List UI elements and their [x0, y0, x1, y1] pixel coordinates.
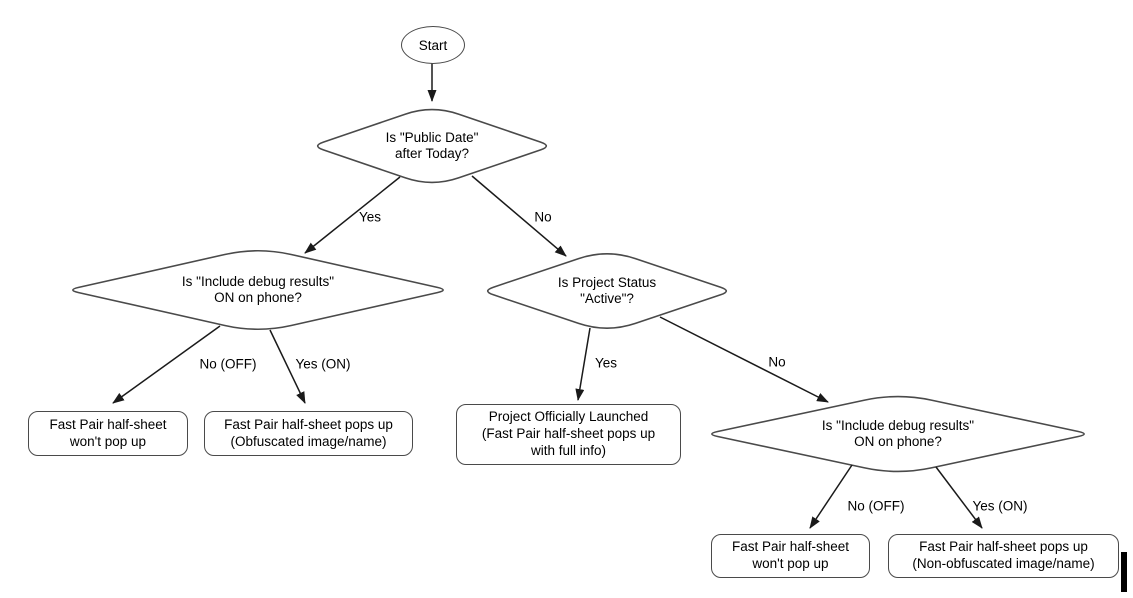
- arrow-project-status-yes: [575, 327, 591, 401]
- result-obfuscated: Fast Pair half-sheet pops up (Obfuscated…: [204, 411, 413, 456]
- arrow-debug-right-yes-on: [935, 466, 983, 529]
- edge-label-yes-1: Yes: [358, 209, 382, 225]
- arrow-public-date-no: [471, 175, 567, 257]
- arrow-public-date-yes: [304, 176, 401, 254]
- result-launched: Project Officially Launched (Fast Pair h…: [456, 404, 681, 465]
- edge-label-yes-on-left: Yes (ON): [295, 356, 351, 372]
- edge-label-no-off-right: No (OFF): [847, 498, 905, 514]
- decision-debug-right-shape: [711, 395, 1085, 473]
- arrow-debug-right-no-off: [809, 464, 853, 529]
- decision-debug-left-shape: [72, 249, 444, 331]
- result-non-obfuscated: Fast Pair half-sheet pops up (Non-obfusc…: [888, 534, 1119, 578]
- arrow-debug-left-no-off: [112, 325, 221, 404]
- start-node-label: Start: [418, 37, 448, 53]
- arrow-debug-left-yes-on: [269, 329, 306, 404]
- edge-label-yes-2: Yes: [594, 355, 618, 371]
- decision-public-date-shape: [316, 108, 548, 184]
- edge-label-no-2: No: [768, 354, 786, 370]
- decision-project-status-shape: [486, 253, 728, 329]
- text-cursor: [1121, 552, 1127, 592]
- edge-label-yes-on-right: Yes (ON): [972, 498, 1028, 514]
- start-node: Start: [401, 26, 465, 64]
- result-no-popup-right: Fast Pair half-sheet won't pop up: [711, 534, 870, 578]
- result-no-popup-left: Fast Pair half-sheet won't pop up: [28, 411, 188, 456]
- edge-label-no-off-left: No (OFF): [199, 356, 257, 372]
- edge-label-no-1: No: [534, 209, 552, 225]
- arrow-project-status-no: [659, 316, 829, 403]
